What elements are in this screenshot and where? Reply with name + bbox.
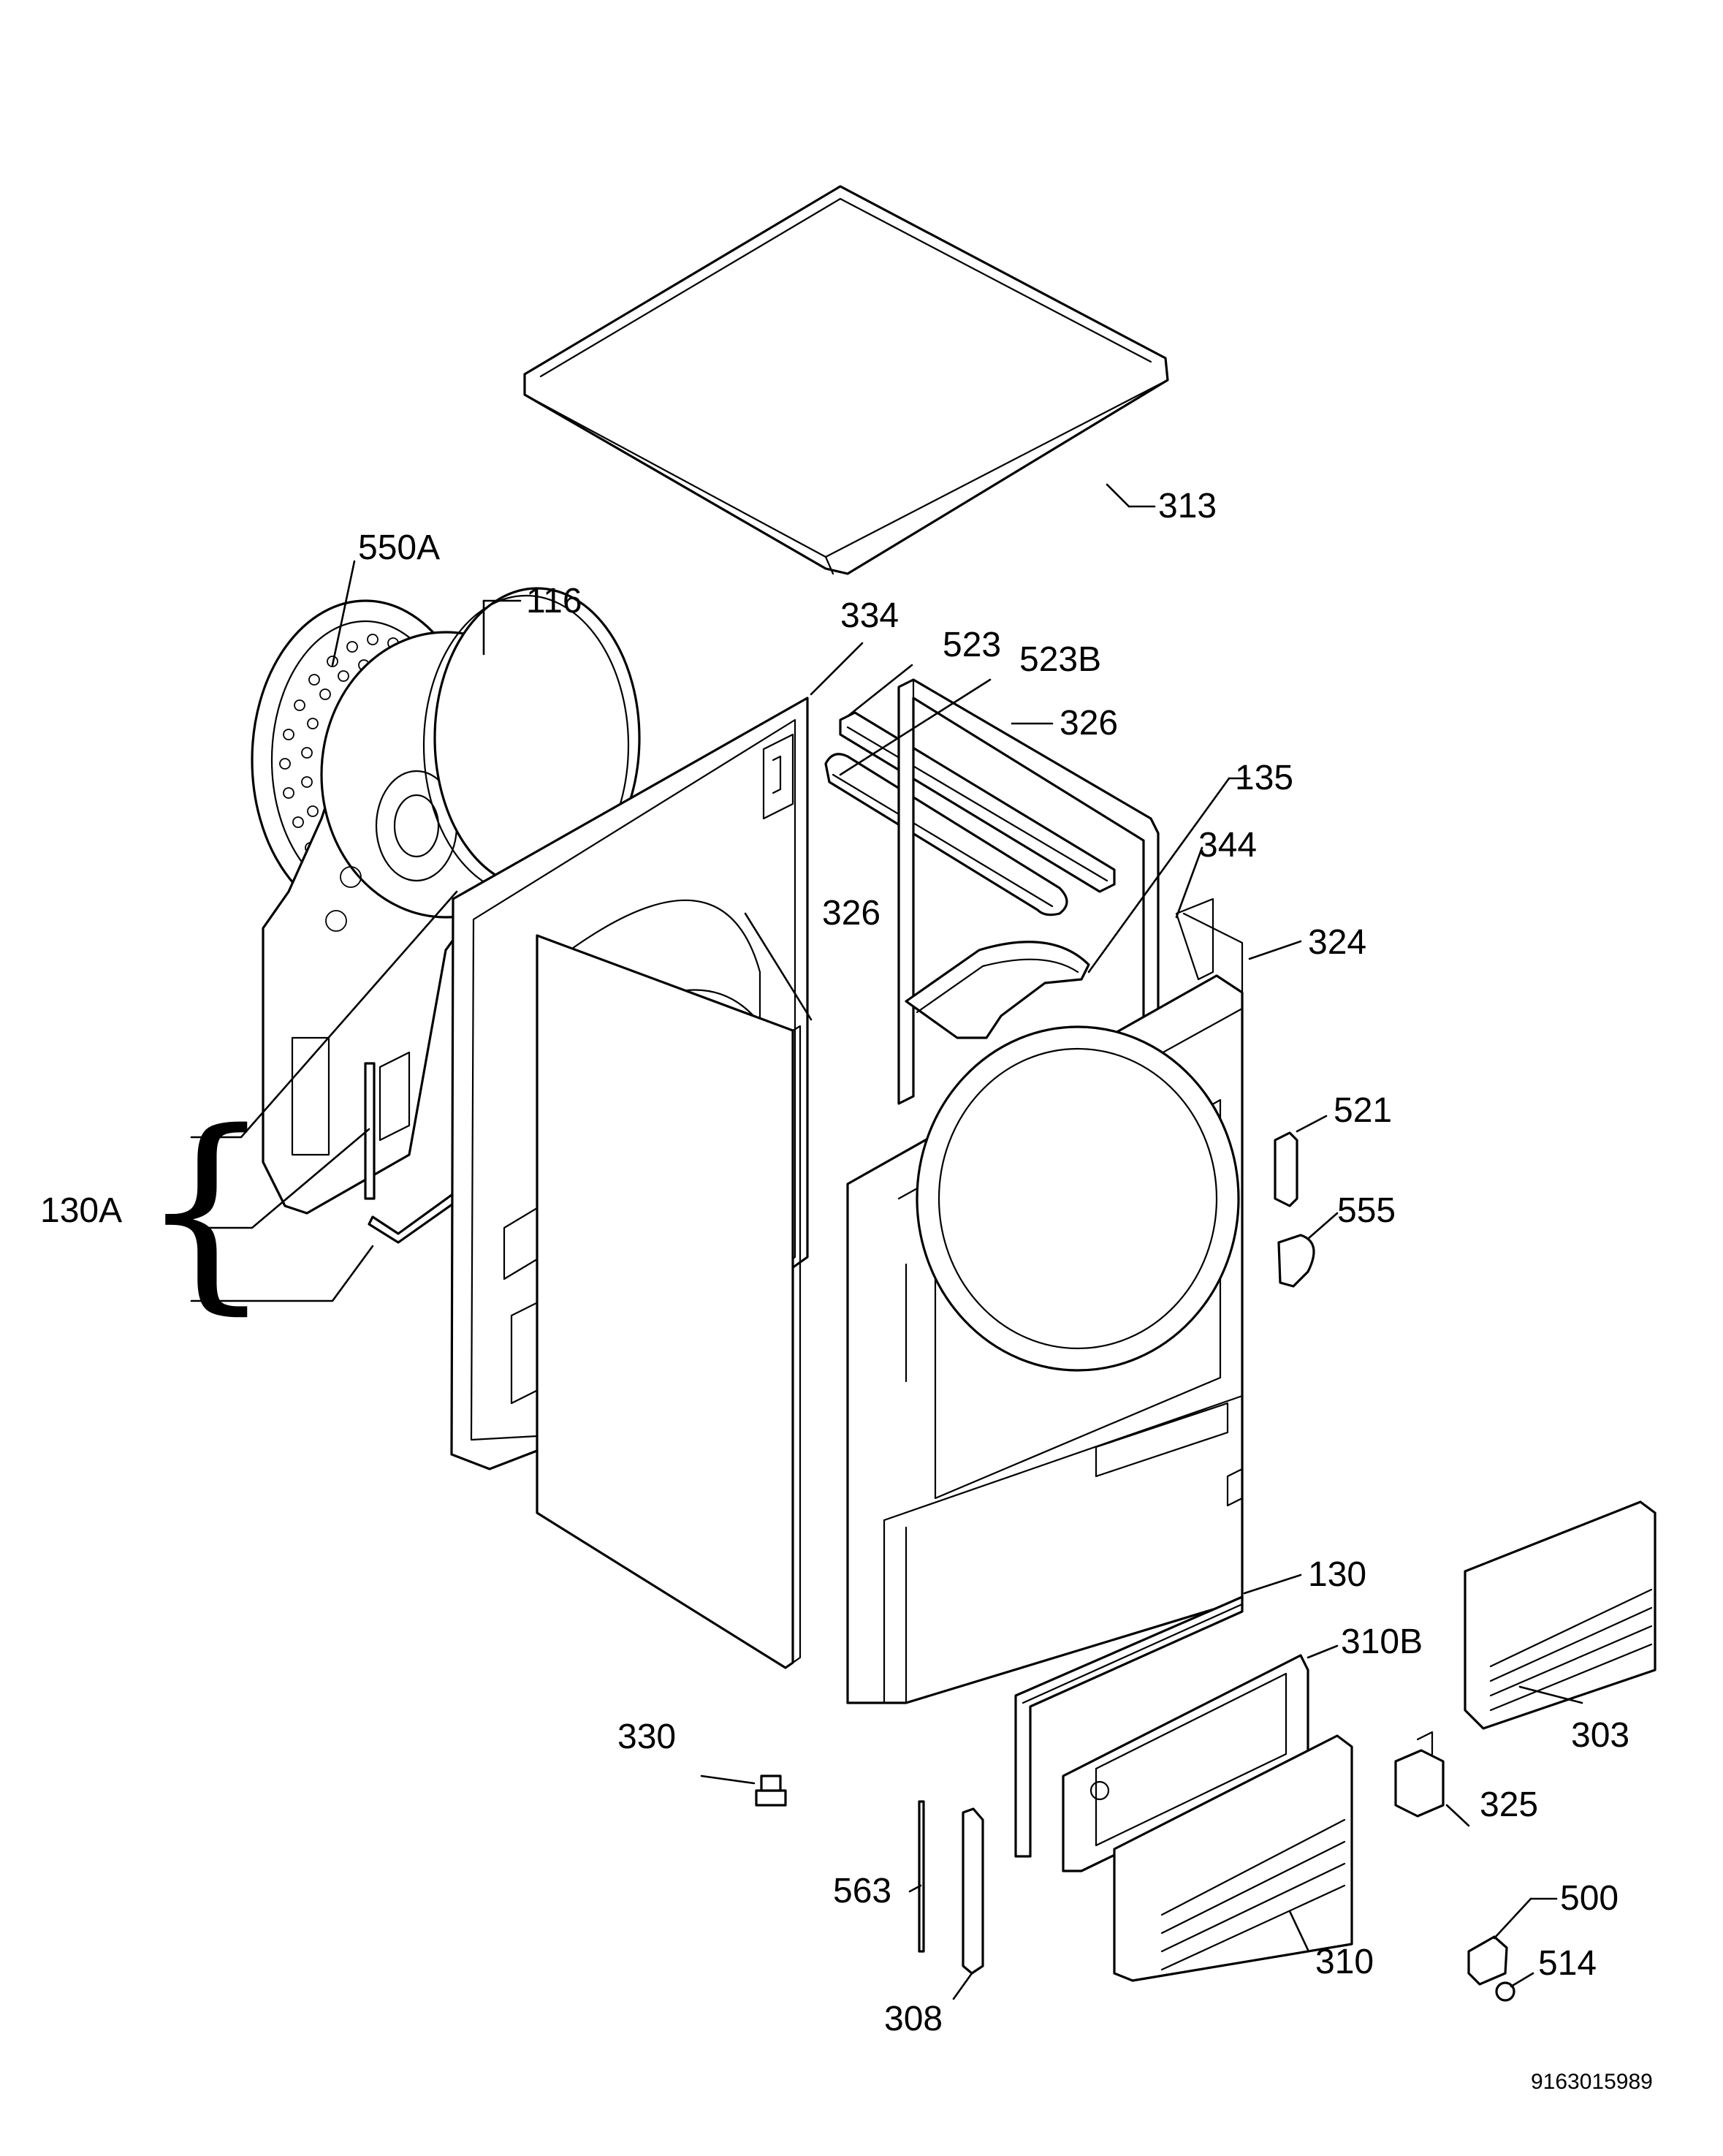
- callout-135: 135: [1235, 759, 1293, 797]
- callout-514: 514: [1538, 1944, 1597, 1983]
- callout-521: 521: [1334, 1091, 1392, 1130]
- part-308-rail[interactable]: [962, 1807, 984, 1975]
- part-563-rod[interactable]: [918, 1800, 925, 1953]
- part-130A-rear-strip[interactable]: [368, 1190, 462, 1244]
- callout-313: 313: [1158, 487, 1217, 525]
- callout-330: 330: [617, 1717, 676, 1756]
- callout-555: 555: [1337, 1191, 1396, 1230]
- callout-130: 130: [1308, 1555, 1366, 1594]
- part-521-cover[interactable]: [1274, 1131, 1298, 1207]
- callout-310: 310: [1315, 1943, 1374, 1981]
- part-330-foot[interactable]: [755, 1774, 787, 1807]
- leader-lines: [190, 483, 1583, 2000]
- callout-116: 116: [526, 582, 582, 620]
- part-500-knob[interactable]: [1467, 1935, 1508, 1986]
- part-555-cap[interactable]: [1277, 1234, 1315, 1288]
- part-326-side-cover-panel[interactable]: [536, 934, 802, 1669]
- document-number: 9163015989: [1531, 2070, 1653, 2094]
- callout-325: 325: [1480, 1785, 1538, 1824]
- callout-523B: 523B: [1019, 640, 1101, 679]
- part-130A-rear-rod[interactable]: [364, 1062, 376, 1200]
- callout-500: 500: [1560, 1879, 1619, 1918]
- callout-344: 344: [1198, 826, 1257, 865]
- part-523B-hose[interactable]: [824, 753, 1068, 916]
- part-325-hinge-block[interactable]: [1394, 1731, 1445, 1818]
- callout-308: 308: [884, 2000, 943, 2038]
- part-310-door-outer[interactable]: [1113, 1734, 1353, 1982]
- part-313-top-lid[interactable]: [523, 185, 1169, 575]
- callout-labels: 313 550A 116 334 523 523B 326 135 344 32…: [40, 487, 1629, 2038]
- callout-550A: 550A: [358, 528, 440, 567]
- part-135-duct[interactable]: [905, 941, 1090, 1039]
- callout-326-side-panel: 326: [822, 894, 880, 933]
- part-303-plinth[interactable]: [1464, 1500, 1657, 1730]
- callout-130A: 130A: [40, 1191, 122, 1230]
- callout-563: 563: [833, 1872, 891, 1910]
- part-514-screw[interactable]: [1495, 1981, 1515, 2002]
- brace-130A: {: [139, 1087, 274, 1333]
- callout-523: 523: [943, 626, 1001, 664]
- callout-303: 303: [1571, 1716, 1629, 1755]
- callout-310B: 310B: [1341, 1622, 1423, 1661]
- callout-326-rear-frame: 326: [1060, 704, 1118, 743]
- callout-324: 324: [1308, 923, 1366, 962]
- callout-334: 334: [840, 596, 899, 635]
- part-324-front-panel[interactable]: [846, 897, 1244, 1704]
- part-130-door-gasket[interactable]: [1014, 1595, 1244, 1858]
